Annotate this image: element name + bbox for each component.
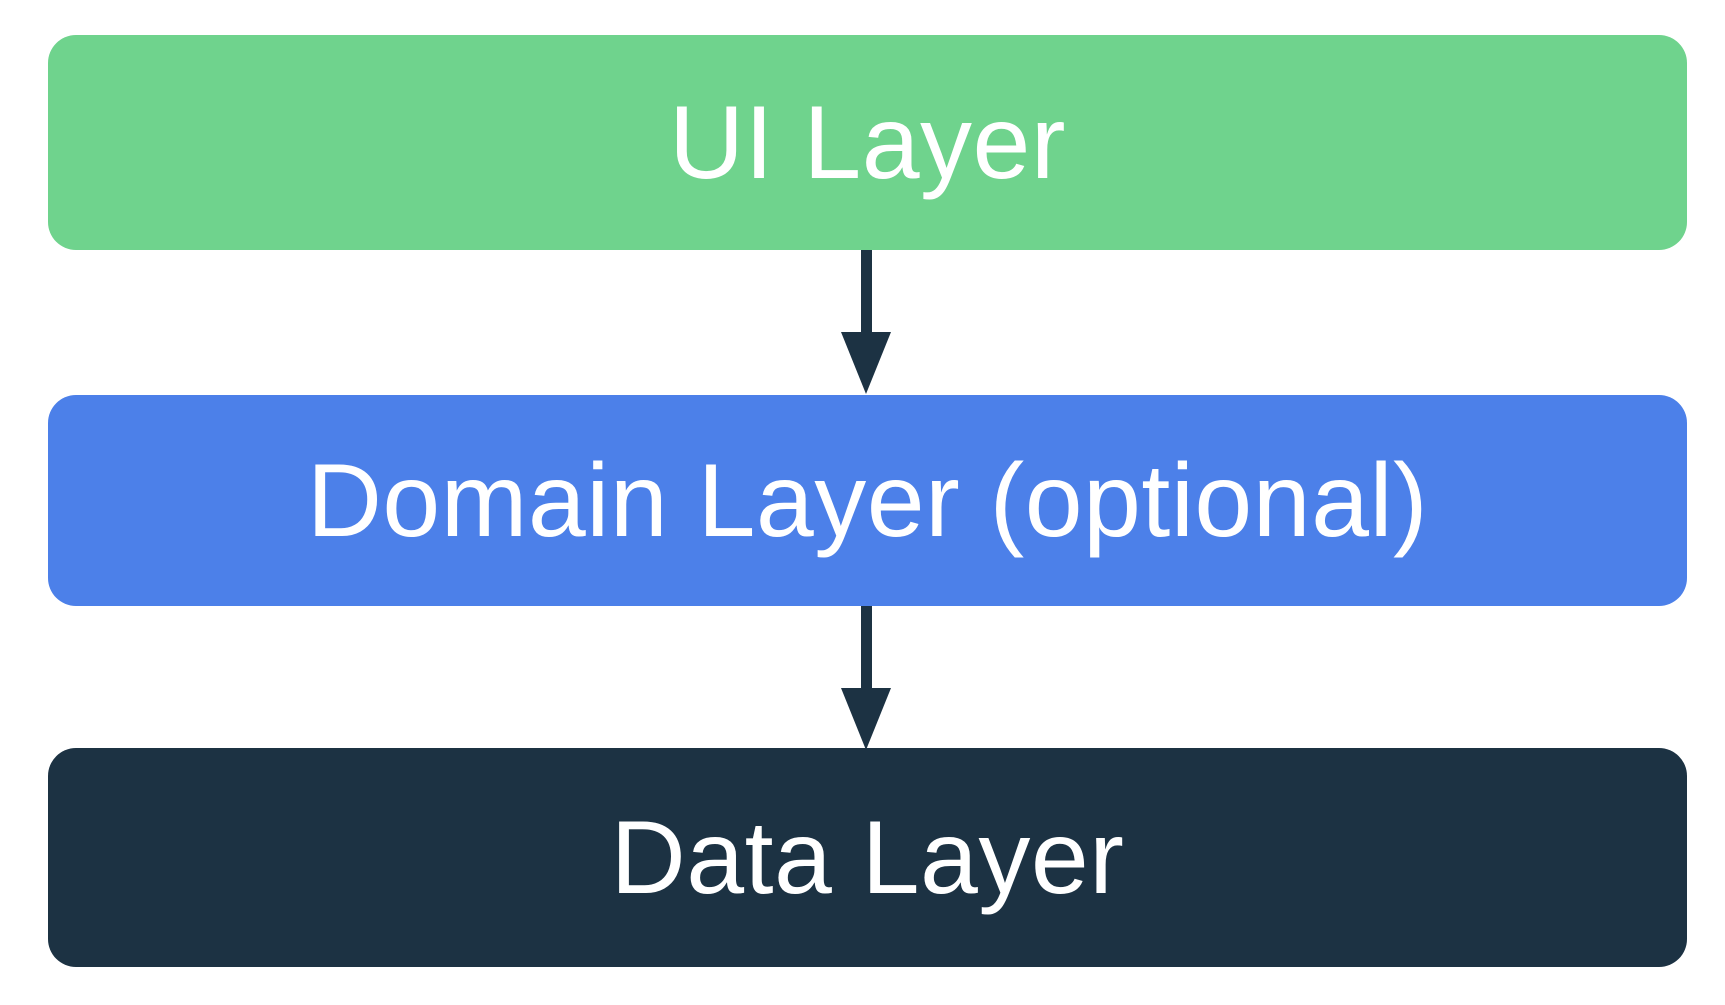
domain-layer-box: Domain Layer (optional) xyxy=(48,395,1687,606)
arrow-head xyxy=(841,332,891,394)
arrow-stem xyxy=(860,250,872,332)
down-arrow-icon xyxy=(841,606,891,750)
down-arrow-icon xyxy=(841,250,891,394)
arrow-stem xyxy=(860,606,872,688)
domain-layer-label: Domain Layer (optional) xyxy=(306,442,1429,559)
arrow-head xyxy=(841,688,891,750)
data-layer-box: Data Layer xyxy=(48,748,1687,967)
ui-layer-box: UI Layer xyxy=(48,35,1687,250)
data-layer-label: Data Layer xyxy=(610,799,1125,916)
ui-layer-label: UI Layer xyxy=(668,84,1067,201)
